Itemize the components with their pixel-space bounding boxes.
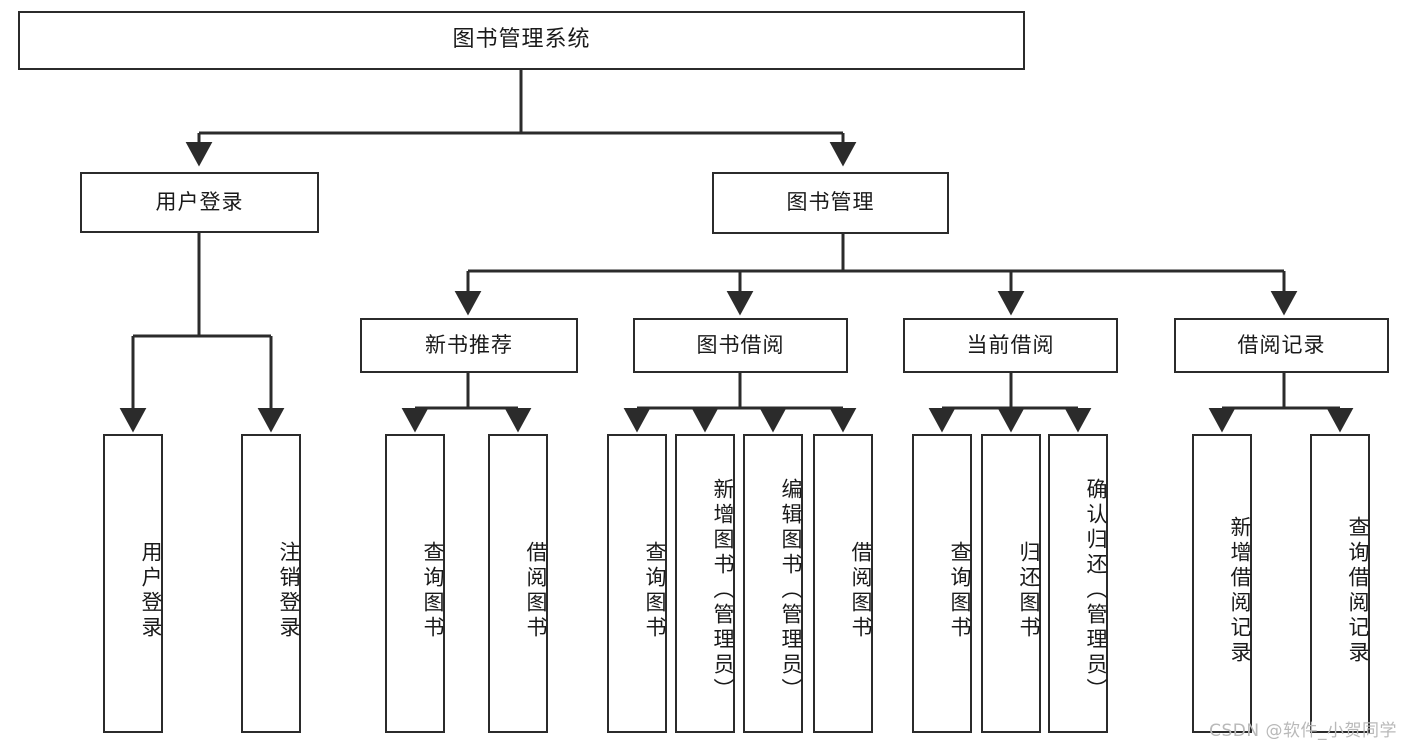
- node-user-login[interactable]: 用户登录: [80, 172, 319, 233]
- node-label: 图书管理系统: [452, 27, 591, 53]
- leaf-user-login[interactable]: 用户登录: [103, 434, 163, 733]
- node-label: 新增借阅记录: [1228, 515, 1252, 666]
- node-borrow-records[interactable]: 借阅记录: [1174, 318, 1389, 373]
- node-label: 查询借阅记录: [1346, 515, 1370, 666]
- leaf-logout[interactable]: 注销登录: [241, 434, 301, 733]
- leaf-borrow-books[interactable]: 借阅图书: [813, 434, 873, 733]
- node-label: 新增图书（管理员）: [711, 478, 735, 703]
- leaf-confirm-return-admin[interactable]: 确认归还（管理员）: [1048, 434, 1108, 733]
- leaf-query-books-current[interactable]: 查询图书: [912, 434, 972, 733]
- node-label: 查询图书: [948, 540, 972, 641]
- node-label: 借阅图书: [524, 540, 548, 641]
- node-new-book-recommendation[interactable]: 新书推荐: [360, 318, 578, 373]
- node-label: 用户登录: [155, 189, 244, 214]
- leaf-query-books-recommend[interactable]: 查询图书: [385, 434, 445, 733]
- node-label: 借阅记录: [1237, 332, 1326, 357]
- node-label: 查询图书: [421, 540, 445, 641]
- leaf-add-book-admin[interactable]: 新增图书（管理员）: [675, 434, 735, 733]
- node-label: 归还图书: [1017, 540, 1041, 641]
- node-label: 查询图书: [643, 540, 667, 641]
- csdn-watermark: CSDN @软件_小贺同学: [1209, 721, 1397, 741]
- node-root-book-management-system[interactable]: 图书管理系统: [18, 11, 1025, 70]
- node-label: 用户登录: [139, 540, 163, 641]
- node-label: 编辑图书（管理员）: [779, 478, 803, 703]
- leaf-return-books[interactable]: 归还图书: [981, 434, 1041, 733]
- node-label: 借阅图书: [849, 540, 873, 641]
- node-label: 新书推荐: [425, 332, 513, 357]
- node-current-borrowing[interactable]: 当前借阅: [903, 318, 1118, 373]
- leaf-borrow-books-recommend[interactable]: 借阅图书: [488, 434, 548, 733]
- node-label: 注销登录: [277, 540, 301, 641]
- leaf-add-borrow-record[interactable]: 新增借阅记录: [1192, 434, 1252, 733]
- node-label: 确认归还（管理员）: [1084, 478, 1108, 703]
- node-label: 当前借阅: [966, 332, 1055, 357]
- node-book-management[interactable]: 图书管理: [712, 172, 949, 234]
- leaf-edit-book-admin[interactable]: 编辑图书（管理员）: [743, 434, 803, 733]
- node-label: 图书管理: [786, 190, 875, 215]
- node-label: 图书借阅: [696, 332, 785, 357]
- leaf-query-books-borrow[interactable]: 查询图书: [607, 434, 667, 733]
- node-book-borrowing[interactable]: 图书借阅: [633, 318, 848, 373]
- leaf-query-borrow-record[interactable]: 查询借阅记录: [1310, 434, 1370, 733]
